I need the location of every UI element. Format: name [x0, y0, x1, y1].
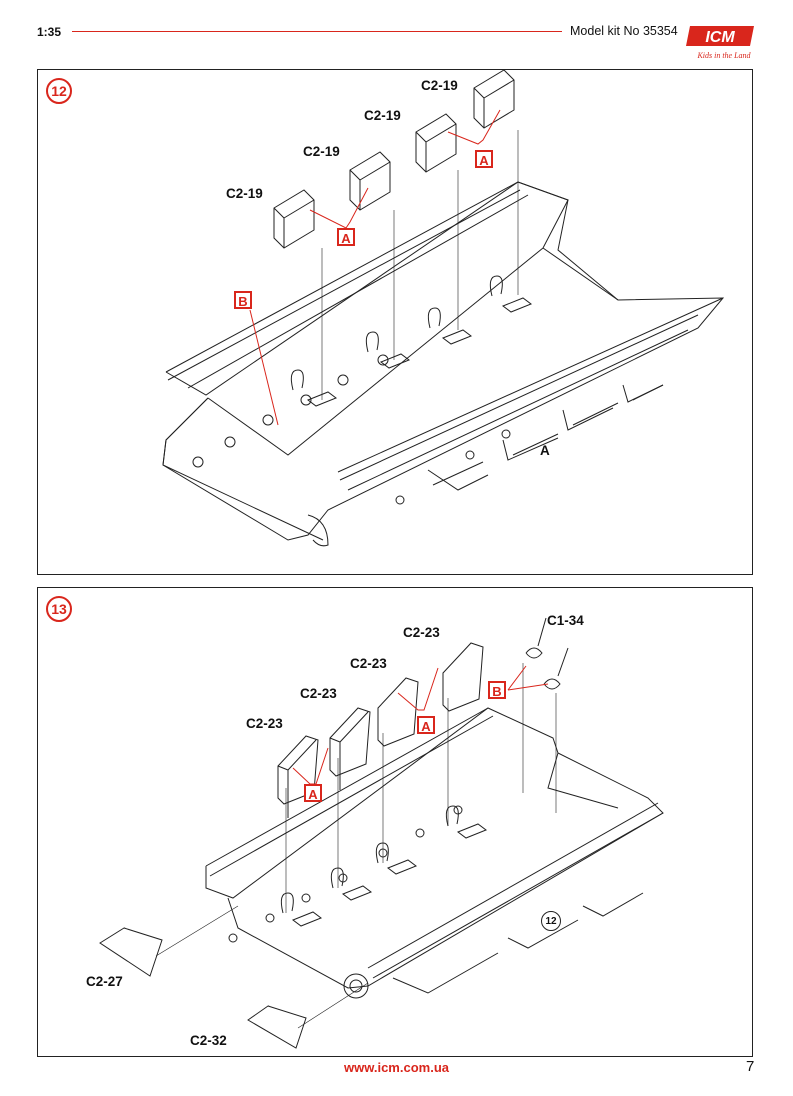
- callout-b: B: [234, 291, 252, 309]
- step-13-panel: 13: [37, 587, 753, 1057]
- header-rule: [72, 31, 562, 32]
- step-reference-12: 12: [541, 911, 561, 931]
- part-label-c2-23: C2-23: [300, 686, 337, 701]
- callout-a: A: [337, 228, 355, 246]
- callout-b: B: [488, 681, 506, 699]
- scale-label: 1:35: [37, 25, 62, 39]
- part-label-c2-19: C2-19: [303, 144, 340, 159]
- model-number: Model kit No 35354: [570, 24, 678, 38]
- view-label-a: A: [540, 443, 550, 458]
- page-number: 7: [746, 1058, 755, 1075]
- part-label-c2-27: C2-27: [86, 974, 123, 989]
- hull-13: [205, 707, 664, 999]
- hull-12: [162, 181, 725, 547]
- part-c2-32: [247, 1005, 307, 1049]
- part-label-c2-19: C2-19: [421, 78, 458, 93]
- part-label-c2-23: C2-23: [350, 656, 387, 671]
- step-12-drawing: [162, 70, 725, 547]
- step-number-12: 12: [46, 78, 72, 104]
- part-label-c2-19: C2-19: [364, 108, 401, 123]
- leader-lines-12: [249, 109, 501, 426]
- part-label-c2-19: C2-19: [226, 186, 263, 201]
- part-label-c1-34: C1-34: [547, 613, 584, 628]
- icm-logo: ICM Kids in the Land: [686, 26, 754, 60]
- callout-a: A: [475, 150, 493, 168]
- footer-url: www.icm.com.ua: [344, 1060, 449, 1075]
- step-13-drawing: [99, 617, 664, 1049]
- parts-c1-34: [525, 617, 569, 690]
- parts-c2-19: [273, 70, 515, 249]
- part-label-c2-23: C2-23: [403, 625, 440, 640]
- step-number-13: 13: [46, 596, 72, 622]
- guide-lines-13: [155, 663, 557, 1029]
- part-label-c2-32: C2-32: [190, 1033, 227, 1048]
- callout-a: A: [304, 784, 322, 802]
- svg-text:ICM: ICM: [705, 29, 735, 46]
- guide-lines-12: [321, 130, 519, 400]
- svg-text:Kids in the Land: Kids in the Land: [696, 51, 751, 60]
- part-label-c2-23: C2-23: [246, 716, 283, 731]
- part-c2-27: [99, 927, 163, 977]
- step-12-panel: 12: [37, 69, 753, 575]
- callout-a: A: [417, 716, 435, 734]
